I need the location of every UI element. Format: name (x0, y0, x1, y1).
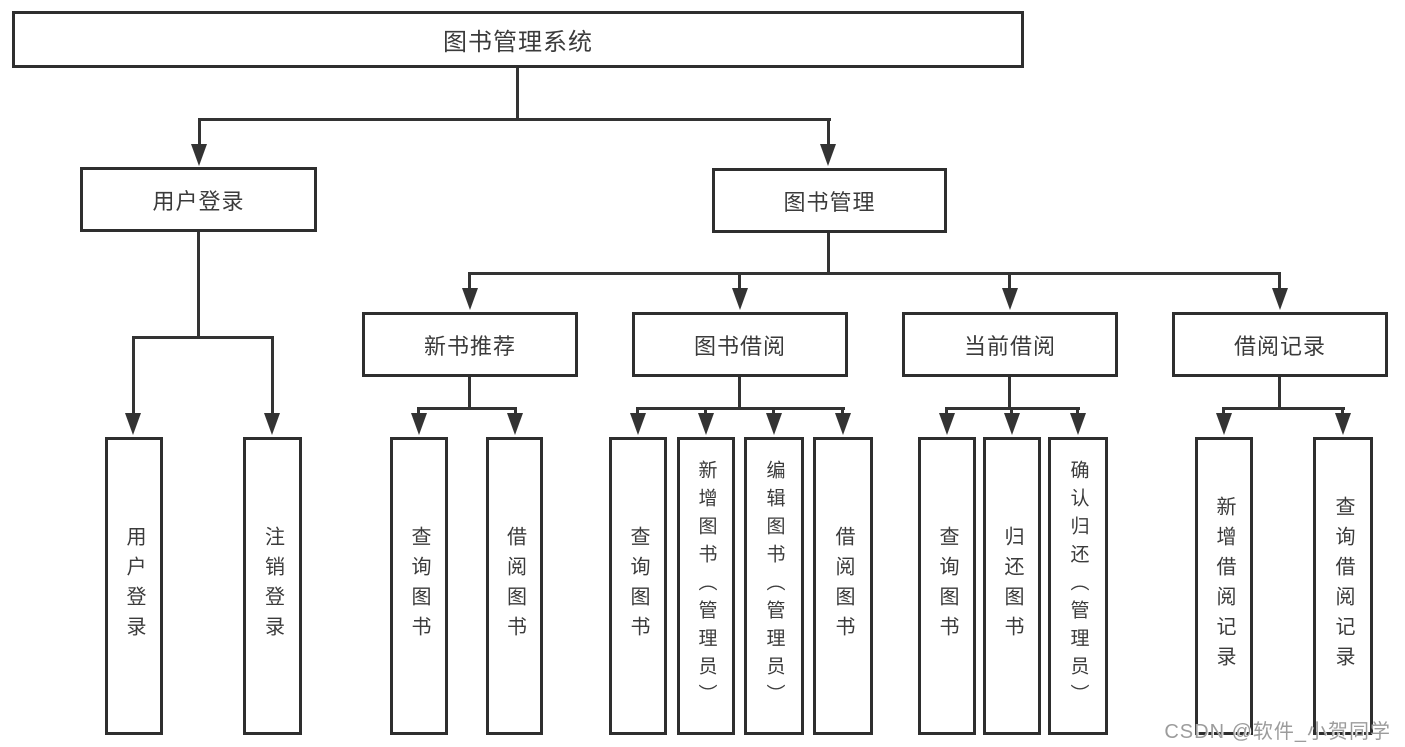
node-user-login: 用户登录 (80, 167, 317, 232)
arrow-down-icon (264, 413, 280, 435)
arrow-down-icon (1272, 288, 1288, 310)
arrow-down-icon (698, 413, 714, 435)
watermark: CSDN @软件_小贺同学 (1164, 721, 1391, 743)
connector-line (198, 118, 201, 146)
leaf-borrow-books: 借阅图书 (813, 437, 873, 735)
connector-line (1341, 407, 1344, 415)
connector-line (738, 377, 741, 407)
arrow-down-icon (1070, 413, 1086, 435)
connector-line (1008, 272, 1011, 288)
connector-line (468, 272, 1281, 275)
leaf-edit-book-admin: 编辑图书（管理员） (744, 437, 804, 735)
arrow-down-icon (1216, 413, 1232, 435)
connector-line (271, 336, 274, 413)
connector-line (1076, 407, 1079, 415)
arrow-down-icon (1002, 288, 1018, 310)
connector-line (132, 336, 274, 339)
leaf-return-book: 归还图书 (983, 437, 1041, 735)
connector-line (197, 232, 200, 336)
connector-line (417, 407, 517, 410)
leaf-user-login: 用户登录 (105, 437, 163, 735)
connector-line (132, 336, 135, 413)
connector-line (772, 407, 775, 415)
connector-line (468, 377, 471, 407)
node-root-system: 图书管理系统 (12, 11, 1024, 68)
arrow-down-icon (766, 413, 782, 435)
connector-line (514, 407, 517, 415)
leaf-add-book-admin: 新增图书（管理员） (677, 437, 735, 735)
connector-line (636, 407, 845, 410)
leaf-add-borrow-record: 新增借阅记录 (1195, 437, 1253, 735)
arrow-down-icon (939, 413, 955, 435)
connector-line (1278, 377, 1281, 407)
connector-line (516, 68, 519, 118)
connector-line (945, 407, 948, 415)
node-new-books: 新书推荐 (362, 312, 578, 377)
connector-line (1278, 272, 1281, 288)
connector-line (1008, 377, 1011, 407)
node-book-management: 图书管理 (712, 168, 947, 233)
connector-line (1222, 407, 1345, 410)
node-borrow-records: 借阅记录 (1172, 312, 1388, 377)
leaf-borrow-books-new: 借阅图书 (486, 437, 543, 735)
arrow-down-icon (820, 144, 836, 166)
connector-line (1010, 407, 1013, 415)
leaf-confirm-return-admin: 确认归还（管理员） (1048, 437, 1108, 735)
leaf-logout: 注销登录 (243, 437, 302, 735)
connector-line (417, 407, 420, 415)
connector-line (827, 233, 830, 272)
leaf-query-books-borrow: 查询图书 (609, 437, 667, 735)
arrow-down-icon (507, 413, 523, 435)
node-book-borrow: 图书借阅 (632, 312, 848, 377)
arrow-down-icon (411, 413, 427, 435)
arrow-down-icon (191, 144, 207, 166)
connector-line (841, 407, 844, 415)
leaf-query-books-new: 查询图书 (390, 437, 448, 735)
arrow-down-icon (630, 413, 646, 435)
arrow-down-icon (462, 288, 478, 310)
leaf-query-books-current: 查询图书 (918, 437, 976, 735)
connector-line (198, 118, 831, 121)
arrow-down-icon (1335, 413, 1351, 435)
connector-line (738, 272, 741, 288)
connector-line (468, 272, 471, 288)
connector-line (1222, 407, 1225, 415)
connector-line (704, 407, 707, 415)
arrow-down-icon (1004, 413, 1020, 435)
connector-line (827, 118, 830, 146)
connector-line (636, 407, 639, 415)
arrow-down-icon (835, 413, 851, 435)
leaf-query-borrow-record: 查询借阅记录 (1313, 437, 1373, 735)
node-current-borrow: 当前借阅 (902, 312, 1118, 377)
arrow-down-icon (732, 288, 748, 310)
arrow-down-icon (125, 413, 141, 435)
